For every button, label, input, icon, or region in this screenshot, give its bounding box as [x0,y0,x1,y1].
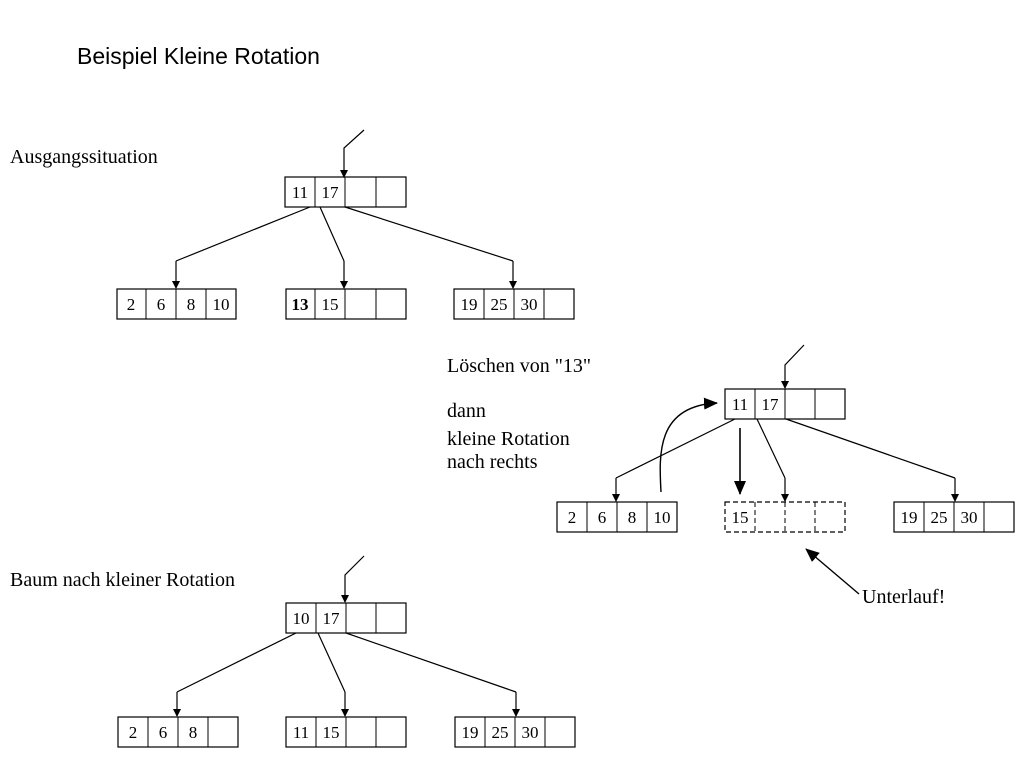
node-key: 8 [187,295,196,314]
node-key: 2 [127,295,136,314]
label-rotation-line2: nach rechts [447,451,538,473]
node-key: 19 [901,508,918,527]
node-key: 17 [322,183,340,202]
node-key: 30 [961,508,978,527]
node-key: 17 [323,609,341,628]
node-initial-root: 11 17 [284,176,407,208]
root-pointer-deletion [781,344,805,389]
root-pointer-initial [340,129,365,178]
node-key: 15 [323,723,340,742]
node-key: 15 [322,295,339,314]
node-key: 25 [931,508,948,527]
edge-deletion-middle [756,418,786,479]
label-underflow: Unterlauf! [862,586,945,608]
node-initial-left: 2 6 8 10 [116,288,237,320]
edge-initial-right [344,206,514,262]
edge-deletion-right [785,418,956,479]
node-key: 17 [762,395,780,414]
node-key: 11 [293,723,309,742]
node-frame [285,288,407,320]
node-key: 25 [491,295,508,314]
label-delete: Löschen von "13" [447,355,591,377]
node-key: 19 [461,295,478,314]
node-after-right: 19 25 30 [454,716,576,748]
node-key-deleted: 13 [292,295,309,314]
label-then: dann [447,400,486,422]
node-key: 10 [213,295,230,314]
edge-deletion-left [615,418,736,479]
node-key: 30 [521,295,538,314]
node-key: 11 [292,183,308,202]
node-key: 10 [293,609,310,628]
node-deletion-left: 2 6 8 10 [556,501,678,533]
node-key: 30 [522,723,539,742]
node-key: 8 [189,723,198,742]
node-after-middle: 11 15 [285,716,407,748]
tree-deletion [612,344,959,595]
node-after-root: 10 17 [285,602,407,634]
label-after: Baum nach kleiner Rotation [10,569,235,591]
node-deletion-middle-underflow: 15 [724,501,846,533]
node-key: 25 [492,723,509,742]
edge-after-right [345,632,517,693]
node-key: 10 [654,508,671,527]
node-key: 15 [732,508,749,527]
underflow-arrow [805,548,860,595]
tree-after [173,555,520,717]
root-pointer-after [341,555,365,603]
node-deletion-root: 11 17 [724,388,846,420]
slide-title: Beispiel Kleine Rotation [77,43,320,69]
edge-initial-left [175,206,311,262]
node-key: 6 [159,723,168,742]
node-key: 6 [157,295,166,314]
label-rotation-line1: kleine Rotation [447,428,570,450]
node-initial-middle: 13 15 [285,288,407,320]
edge-after-middle [317,632,346,693]
tree-initial [172,129,517,289]
node-key: 2 [568,508,577,527]
node-key: 2 [129,723,138,742]
rotation-up-arrow [659,397,718,493]
node-key: 19 [462,723,479,742]
edge-initial-middle [319,206,345,262]
node-deletion-right: 19 25 30 [893,501,1015,533]
node-initial-right: 19 25 30 [453,288,575,320]
node-key: 8 [628,508,637,527]
node-key: 6 [598,508,607,527]
edge-after-left [176,632,297,693]
node-key: 11 [732,395,748,414]
label-initial: Ausgangssituation [10,146,158,168]
node-after-left: 2 6 8 [117,716,239,748]
